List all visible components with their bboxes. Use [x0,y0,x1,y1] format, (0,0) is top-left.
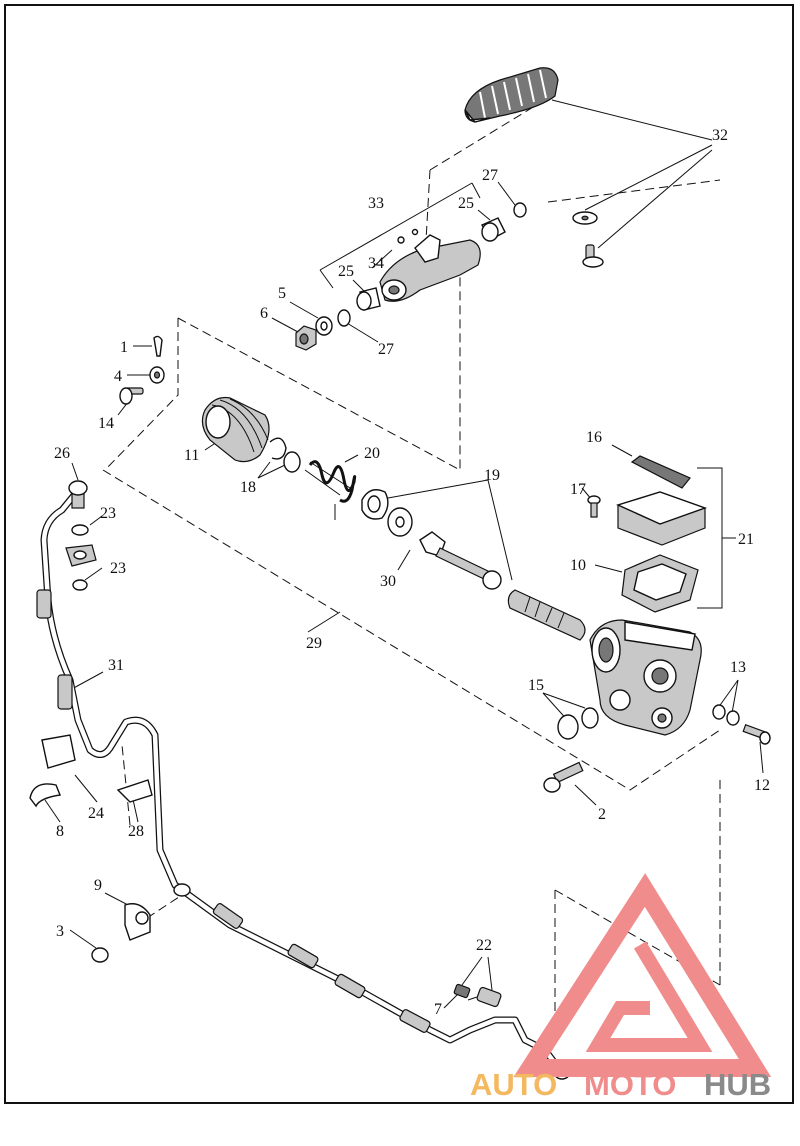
banjo-bolt [68,480,88,509]
piston-assembly [507,589,586,641]
callout-label: 23 [100,505,116,522]
callout-label: 34 [368,255,384,272]
rubber-boot [201,396,270,463]
p-clamp [124,903,151,941]
bushing-upper [481,217,506,242]
peg-screw [582,244,604,268]
return-spring [304,460,357,503]
callout-label: 32 [712,127,728,144]
master-cylinder-body [589,619,702,736]
watermark-text-moto: MOTO [584,1067,676,1102]
cover-label [630,455,691,489]
bleeder-bolt [742,723,771,745]
callout-label: 25 [338,263,354,280]
callout-label: 22 [476,937,492,954]
retaining-ring [361,489,389,520]
callout-label: 1 [120,339,128,356]
callout-label: 13 [730,659,746,676]
callout-label: 23 [110,560,126,577]
callout-label: 8 [56,823,64,840]
callout-label: 24 [88,805,104,822]
callout-label: 21 [738,531,754,548]
callout-label: 27 [482,167,498,184]
banjo-fitting [65,544,97,567]
bushing-lower [356,287,381,311]
callout-label: 10 [570,557,586,574]
watermark-logo: AUTO MOTO HUB [470,873,772,1102]
callout-label: 33 [368,195,384,212]
callout-label: 15 [528,677,544,694]
pin-washer [149,366,165,384]
callout-label: 31 [108,657,124,674]
callout-label: 27 [378,341,394,358]
callout-label: 12 [754,777,770,794]
cover-screw [587,495,601,518]
assembly-guide-lines [102,97,721,1040]
oring-lower [337,309,351,327]
nut [295,325,317,351]
callout-label: 3 [56,923,64,940]
banjo-washer-lower [72,579,88,591]
leader-lines [44,99,764,1009]
callout-label: 25 [458,195,474,212]
push-rod-washer [387,507,413,537]
callout-label: 26 [54,445,70,462]
callout-label: 29 [306,635,322,652]
watermark-text-hub: HUB [704,1067,771,1102]
callout-labels: 1 2 3 4 5 6 7 8 9 10 11 12 13 14 15 16 1… [54,127,770,1018]
washer-13 [712,704,740,726]
callout-label: 4 [114,368,122,385]
snap-ring [269,437,287,460]
callout-label: 9 [94,877,102,894]
callout-label: 5 [278,285,286,302]
clevis-pin [119,387,144,405]
callout-label: 11 [184,447,199,464]
washer-18 [283,451,301,473]
callout-label: 6 [260,305,268,322]
oring-upper [513,202,527,218]
brake-pedal-lever [379,228,481,302]
watermark-text-auto: AUTO [470,1067,557,1102]
clamp-screw [91,947,109,963]
callout-label: 7 [434,1001,442,1018]
callout-label: 16 [586,429,602,446]
callout-label: 28 [128,823,144,840]
callout-label: 20 [364,445,380,462]
cotter-pin [153,335,163,357]
line-clip-8 [29,783,61,808]
reservoir-cover [616,491,708,546]
flat-washer [315,316,333,336]
push-rod [419,531,502,590]
brake-switch [453,983,502,1008]
mounting-bolt [543,761,584,793]
callout-label: 19 [484,467,500,484]
callout-label: 17 [570,481,586,498]
port-plug [557,707,599,740]
watermark-triangle-inner [585,941,713,1052]
diagram-frame [4,4,794,1104]
callout-label: 30 [380,573,396,590]
callout-label: 18 [240,479,256,496]
peg-washer [572,211,598,225]
callout-label: 14 [98,415,114,432]
callout-label: 2 [598,806,606,823]
foot-peg [464,67,559,123]
line-clip-28 [116,779,153,803]
reservoir-gasket [621,554,699,613]
banjo-washer-upper [71,524,89,536]
line-clip-24 [41,734,76,769]
watermark-triangle-outer [513,873,772,1077]
